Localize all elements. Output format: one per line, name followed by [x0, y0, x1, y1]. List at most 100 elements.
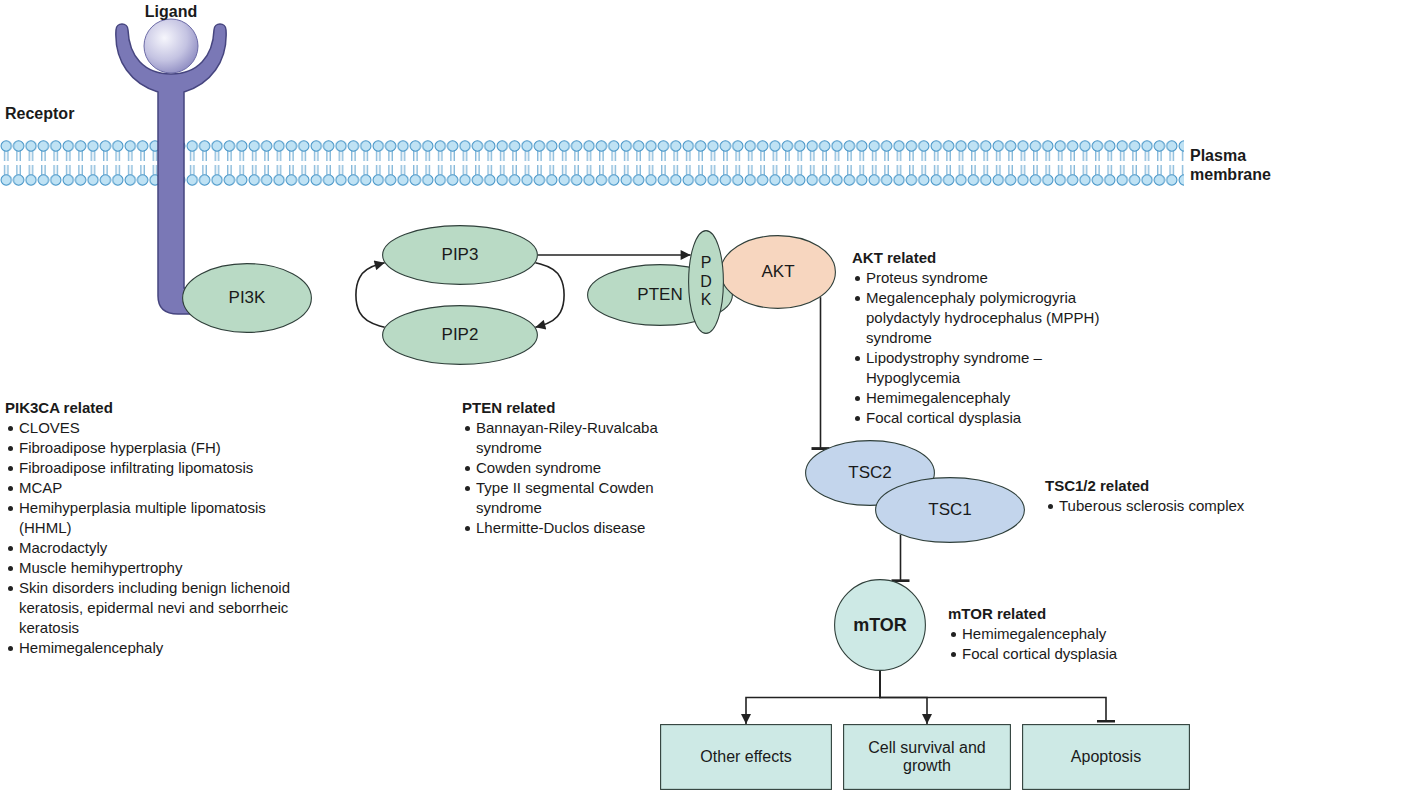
disorder-item: MCAP: [5, 478, 310, 498]
node-text: PI3K: [229, 288, 266, 308]
disorder-name: MCAP: [19, 479, 62, 496]
disorder-name: Proteus syndrome: [866, 269, 988, 286]
inhibition-connector: [820, 297, 822, 448]
label-group: TSC1/2 relatedTuberous sclerosis complex: [1045, 476, 1285, 516]
bullet-dot: [465, 426, 470, 431]
list-heading: Ligand: [121, 2, 221, 22]
bullet-dot: [855, 276, 860, 281]
heading-text: Ligand: [145, 3, 197, 20]
disorder-item: Lipodystrophy syndrome – Hypoglycemia: [852, 348, 1112, 388]
disorder-item: Macrodactyly: [5, 538, 310, 558]
node-outline-shape: [588, 265, 733, 326]
bullet-dot: [8, 486, 13, 491]
node-outline-shape: [844, 725, 1011, 790]
bullet-dot: [855, 356, 860, 361]
disorder-name: Lipodystrophy syndrome – Hypoglycemia: [866, 349, 1042, 386]
disorder-name: Cowden syndrome: [476, 459, 601, 476]
bullet-dot: [8, 586, 13, 591]
ligand-sphere: [144, 19, 198, 73]
node-text: PIP3: [442, 245, 479, 265]
outcome-box: Cell survival and growth: [843, 724, 1011, 790]
bullet-dot: [1048, 504, 1053, 509]
disorder-item: CLOVES: [5, 418, 310, 438]
disorder-name: Type II segmental Cowden syndrome: [476, 479, 654, 516]
disorder-item: Tuberous sclerosis complex: [1045, 496, 1285, 516]
label-group: PTEN relatedBannayan-Riley-Ruvalcaba syn…: [462, 398, 672, 538]
disorder-item: Fibroadipose hyperplasia (FH): [5, 438, 310, 458]
node-outline-shape: [183, 264, 312, 333]
node-text: mTOR: [853, 615, 907, 636]
kinase-circle: mTOR: [834, 579, 926, 671]
disorder-name: Skin disorders including benign lichenoi…: [19, 579, 290, 636]
node-text: Other effects: [700, 748, 791, 766]
node-text: PIP2: [442, 325, 479, 345]
outcome-box: Other effects: [660, 724, 832, 790]
disorder-name: Bannayan-Riley-Ruvalcaba syndrome: [476, 419, 658, 456]
disorder-item: Hemimegalencephaly: [948, 624, 1188, 644]
node-outline-shape: [383, 226, 538, 285]
node-outline-shape: [383, 306, 538, 365]
disorder-name: Hemimegalencephaly: [19, 639, 163, 656]
label-group: Plasma membrane: [1190, 146, 1290, 184]
heading-text: Receptor: [5, 105, 74, 122]
heading-text: PTEN related: [462, 399, 555, 416]
list-heading: mTOR related: [948, 604, 1188, 624]
heading-text: AKT related: [852, 249, 936, 266]
node-text: TSC1: [928, 500, 971, 520]
node-text: Cell survival and growth: [868, 739, 987, 776]
activation-arrow: [535, 263, 564, 327]
node-outline-shape: [835, 580, 926, 671]
molecule-ellipse: PIP2: [382, 305, 538, 365]
bullet-dot: [465, 466, 470, 471]
node-outline-shape: [661, 725, 832, 790]
disorder-name: Lhermitte-Duclos disease: [476, 519, 645, 536]
inhibition-connector: [900, 535, 902, 581]
disorder-name: Fibroadipose infiltrating lipomatosis: [19, 459, 253, 476]
bullet-dot: [8, 506, 13, 511]
disorder-name: Megalencephaly polymicrogyria polydactyl…: [866, 289, 1099, 346]
node-outline-shape: [721, 236, 836, 309]
label-group: Receptor: [5, 104, 125, 124]
node-outline-shape: [689, 231, 724, 334]
list-heading: Plasma membrane: [1190, 146, 1290, 184]
heading-text: TSC1/2 related: [1045, 477, 1149, 494]
outcome-box: Apoptosis: [1022, 724, 1190, 790]
list-heading: Receptor: [5, 104, 125, 124]
node-text: AKT: [761, 262, 794, 282]
bullet-dot: [8, 566, 13, 571]
bullet-dot: [855, 296, 860, 301]
kinase-ellipse: P D K: [688, 230, 724, 334]
list-heading: PTEN related: [462, 398, 672, 418]
node-text: Apoptosis: [1071, 748, 1141, 766]
disorder-name: Macrodactyly: [19, 539, 107, 556]
activation-arrow: [538, 254, 691, 256]
disorder-item: Fibroadipose infiltrating lipomatosis: [5, 458, 310, 478]
bullet-dot: [855, 396, 860, 401]
node-outline-shape: [1023, 725, 1190, 790]
disorder-item: Skin disorders including benign lichenoi…: [5, 578, 310, 638]
disorder-item: Hemihyperplasia multiple lipomatosis (HH…: [5, 498, 310, 538]
disorder-name: Tuberous sclerosis complex: [1059, 497, 1244, 514]
bullet-dot: [465, 526, 470, 531]
bullet-dot: [951, 652, 956, 657]
disorder-item: Lhermitte-Duclos disease: [462, 518, 672, 538]
label-group: AKT relatedProteus syndromeMegalencephal…: [852, 248, 1112, 428]
disorder-name: Hemimegalencephaly: [962, 625, 1106, 642]
heading-text: mTOR related: [948, 605, 1046, 622]
list-heading: PIK3CA related: [5, 398, 310, 418]
disorder-name: CLOVES: [19, 419, 80, 436]
disorder-name: Hemimegalencephaly: [866, 389, 1010, 406]
disorder-item: Focal cortical dysplasia: [948, 644, 1188, 664]
node-outline-shape: [876, 478, 1025, 543]
bullet-dot: [8, 546, 13, 551]
bullet-dot: [8, 466, 13, 471]
disorder-name: Hemihyperplasia multiple lipomatosis (HH…: [19, 499, 266, 536]
disorder-name: Focal cortical dysplasia: [962, 645, 1117, 662]
label-group: mTOR relatedHemimegalencephalyFocal cort…: [948, 604, 1188, 664]
inhibition-connector: [880, 671, 1106, 721]
list-heading: TSC1/2 related: [1045, 476, 1285, 496]
bullet-dot: [8, 646, 13, 651]
